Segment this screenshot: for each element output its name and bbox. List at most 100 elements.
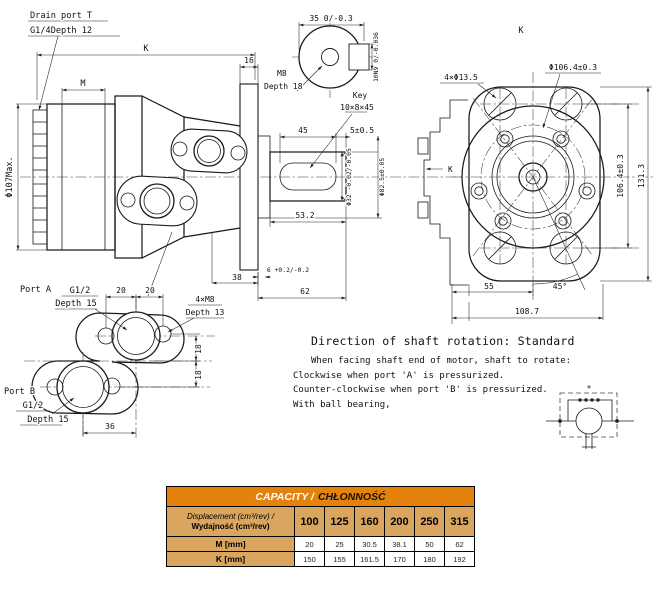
k-value-0: 150 — [294, 551, 325, 567]
port-a-label: Port A — [20, 285, 52, 295]
bolt-depth-label: Depth 13 — [186, 308, 225, 317]
dim-20a: 20 — [116, 286, 126, 295]
dim-55: 55 — [484, 282, 494, 291]
dim-18b: 18 — [194, 370, 203, 380]
port-a-circle — [111, 311, 161, 361]
notes-title: Direction of shaft rotation: Standard — [311, 334, 575, 348]
m8-tap-hole — [321, 48, 339, 66]
dim-20b: 20 — [145, 286, 155, 295]
m-row-label: M [mm] — [166, 536, 295, 552]
m8-label: M8 — [277, 69, 287, 78]
notes-line-4: With ball bearing, — [293, 399, 391, 410]
flange-port-b-bore — [143, 187, 171, 215]
flange-port-b-hole — [139, 183, 175, 219]
symbol-bypass — [567, 399, 613, 421]
port-b-circle — [56, 360, 110, 414]
table-title-pl: CHŁONNOŚĆ — [317, 490, 386, 503]
side-view: Drain port T G1/4Depth 12 K M 16 Φ107Max… — [4, 10, 462, 297]
k-value-5: 192 — [444, 551, 475, 567]
small-bolt-holes — [470, 130, 596, 230]
k-value-1: 155 — [324, 551, 355, 567]
dim-45deg: 45° — [553, 282, 567, 291]
displacement-label-en: Displacement (cm³/rev) / — [186, 511, 275, 521]
shaft-detail-view: 45 5±0.5 Φ32 -0.02/-0.05 Φ82.5±0.05 53.2… — [252, 125, 454, 301]
rear-view: K 4×Φ13.5 Φ106.4±0.3 106.4±0.3 131.3 55 … — [417, 25, 655, 324]
shaft-section-view: 35 0/-0.3 10N9 0/-0.036 M8 Depth 18 Key … — [263, 13, 381, 169]
end-cap-ribs — [33, 121, 47, 233]
dim-106: 106.4±0.3 — [616, 154, 625, 198]
displacement-160: 160 — [354, 506, 385, 537]
k-row-label: K [mm] — [166, 551, 295, 567]
rear-silhouette — [423, 99, 468, 286]
port-a-bore — [117, 317, 155, 355]
body-joints — [61, 104, 106, 250]
table-title-cell: CAPACITY /CHŁONNOŚĆ — [166, 486, 475, 507]
dim-5: 5±0.5 — [350, 126, 374, 135]
keyway-key — [348, 43, 370, 71]
hydraulic-symbol: * — [546, 383, 634, 449]
drain-thread-label: G1/4Depth 12 — [30, 26, 92, 36]
dia-32-label: Φ32 -0.02/-0.05 — [345, 148, 353, 206]
dim-38: 38 — [232, 273, 242, 282]
bolt-head-1 — [417, 137, 429, 155]
port-face-view: Port A G1/2 Depth 15 20 20 4×M8 Depth 13… — [3, 284, 226, 438]
port-b-bore — [62, 366, 104, 408]
flange-outline — [468, 86, 601, 282]
technical-drawing: Drain port T G1/4Depth 12 K M 16 Φ107Max… — [3, 10, 655, 449]
dim-131: 131.3 — [637, 164, 646, 188]
mount-holes-label: 4×Φ13.5 — [444, 73, 478, 82]
dim-108: 108.7 — [515, 307, 539, 316]
shaft-detail-dimensions — [252, 133, 443, 301]
port-flange-outline — [31, 312, 185, 415]
bolt-head-2 — [417, 201, 429, 219]
dim-6-tol: 6 +0.2/-0.2 — [267, 266, 309, 274]
k-value-4: 180 — [414, 551, 445, 567]
displacement-100: 100 — [294, 506, 325, 537]
m-value-3: 38.1 — [384, 536, 415, 552]
port-b-label: Port B — [4, 387, 35, 397]
port-b-thread: G1/2 — [23, 401, 44, 411]
shaft — [269, 151, 347, 202]
port-a-depth: Depth 15 — [55, 299, 96, 309]
displacement-label-pl: Wydajność (cm³/rev) — [191, 521, 270, 531]
dim-k: K — [143, 44, 149, 54]
displacement-315: 315 — [444, 506, 475, 537]
drain-port-label: Drain port T — [30, 11, 92, 21]
notes-line-1: When facing shaft end of motor, shaft to… — [311, 356, 572, 366]
dim-m: M — [80, 79, 85, 89]
flange-bolt-1 — [172, 141, 188, 157]
mount-plate — [239, 83, 259, 271]
keyway-slot — [279, 162, 337, 191]
displacement-200: 200 — [384, 506, 415, 537]
displacement-125: 125 — [324, 506, 355, 537]
port-a-thread: G1/2 — [70, 286, 91, 296]
rotation-notes: Direction of shaft rotation: Standard Wh… — [293, 334, 585, 412]
displacement-250: 250 — [414, 506, 445, 537]
dim-62: 62 — [300, 287, 310, 296]
flange-bolt-2 — [230, 145, 246, 161]
dia-107-label: Φ107Max. — [5, 156, 15, 197]
bolt-circle-label: Φ106.4±0.3 — [549, 63, 597, 72]
view-k-label: K — [518, 26, 524, 36]
symbol-star: * — [587, 384, 592, 393]
flange-bolt-4 — [179, 195, 195, 211]
bolt-pattern-label: 4×M8 — [195, 295, 214, 304]
notes-line-2: Clockwise when port 'A' is pressurized. — [293, 370, 505, 381]
symbol-junction-dots — [558, 398, 619, 423]
m8-depth-label: Depth 18 — [264, 82, 303, 91]
rear-view-dimensions — [440, 72, 652, 324]
key-width-tol: 10N9 0/-0.036 — [372, 32, 380, 82]
capacity-table: CAPACITY /CHŁONNOŚĆ Displacement (cm³/re… — [166, 486, 475, 567]
table-title-en: CAPACITY / — [255, 490, 314, 503]
shaft-section-dimensions — [296, 22, 377, 169]
flange-port-a-bore — [197, 139, 221, 163]
key-label: Key — [353, 91, 368, 100]
dim-16: 16 — [244, 56, 254, 65]
port-b-depth: Depth 15 — [27, 415, 68, 425]
notes-line-3: Counter-clockwise when port 'B' is press… — [293, 385, 548, 395]
m-value-4: 50 — [414, 536, 445, 552]
m-value-0: 20 — [294, 536, 325, 552]
section-k-marker: K — [448, 165, 453, 174]
dim-18a: 18 — [194, 344, 203, 354]
